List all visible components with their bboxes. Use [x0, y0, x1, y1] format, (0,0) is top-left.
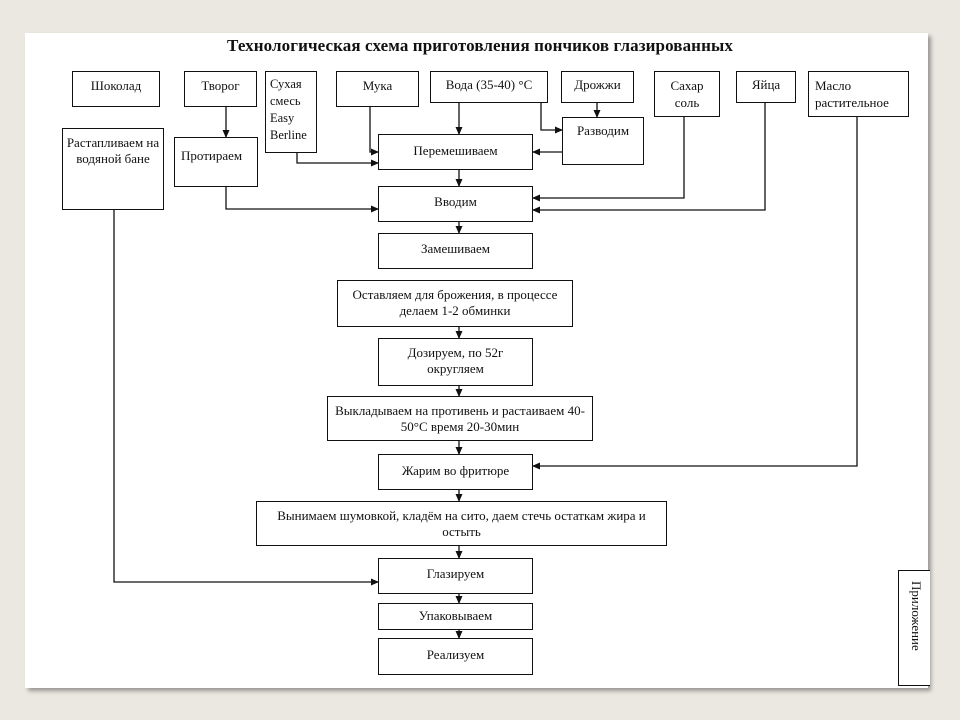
step-fry: Жарим во фритюре — [378, 454, 533, 490]
step-knead: Замешиваем — [378, 233, 533, 269]
arrow-rub-to-add — [225, 187, 379, 213]
arrow-sugar-to-add — [532, 117, 685, 202]
ingredient-dry-mix: Сухая смесь Easy Berline — [265, 71, 317, 153]
arrow-melt-to-glaze — [113, 210, 379, 586]
step-pack: Упаковываем — [378, 603, 533, 630]
step-proof: Выкладываем на противень и растаиваем 40… — [327, 396, 593, 441]
ingredient-water: Вода (35-40) °С — [430, 71, 548, 103]
step-add: Вводим — [378, 186, 533, 222]
ingredient-yeast: Дрожжи — [561, 71, 634, 103]
ingredient-chocolate: Шоколад — [72, 71, 160, 107]
arrow-water-to-dilute — [540, 103, 563, 134]
ingredient-vegetable-oil: Масло растительное — [808, 71, 909, 117]
step-glaze: Глазируем — [378, 558, 533, 594]
ingredient-sugar-salt: Сахар соль — [654, 71, 720, 117]
prep-melt-chocolate: Растапливаем на водяной бане — [62, 128, 164, 210]
prep-rub-cottage: Протираем — [174, 137, 258, 187]
diagram-title: Технологическая схема приготовления понч… — [227, 36, 733, 55]
ingredient-eggs: Яйца — [736, 71, 796, 103]
appendix-label: Приложение — [909, 581, 924, 651]
ingredient-flour: Мука — [336, 71, 419, 107]
step-drain: Вынимаем шумовкой, кладём на сито, даем … — [256, 501, 667, 546]
arrow-flour-to-mix — [369, 107, 379, 156]
step-mix: Перемешиваем — [378, 134, 533, 170]
arrow-dry-mix-to-mix — [296, 153, 379, 167]
appendix-label-tab: Приложение — [898, 570, 930, 686]
arrow-eggs-to-add — [532, 103, 766, 214]
step-sell: Реализуем — [378, 638, 533, 675]
step-portion: Дозируем, по 52г округляем — [378, 338, 533, 386]
arrow-oil-to-fry — [532, 117, 858, 470]
prep-dilute-yeast: Разводим — [562, 117, 644, 165]
step-ferment: Оставляем для брожения, в процессе делае… — [337, 280, 573, 327]
ingredient-cottage-cheese: Творог — [184, 71, 257, 107]
